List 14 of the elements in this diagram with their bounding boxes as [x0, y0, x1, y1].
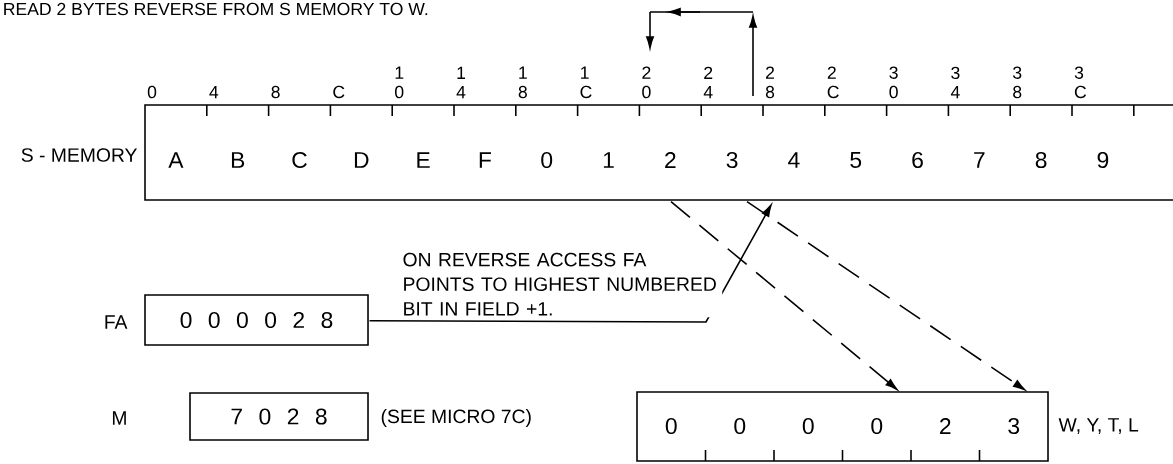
register-label: (SEE MICRO 7C) [381, 409, 531, 427]
register-label: M [112, 411, 126, 425]
title: READ 2 BYTES REVERSE FROM S MEMORY TO W. [4, 2, 428, 16]
register-box: 0 0 0 0 2 3 [636, 391, 1049, 462]
register-label: FA [105, 315, 128, 329]
register-box: 0 0 0 0 2 8 [144, 294, 369, 346]
register-label: S - MEMORY [21, 148, 138, 162]
register-box: 7 0 2 8 [189, 392, 369, 441]
arrow [746, 200, 1026, 391]
arrow [670, 200, 898, 391]
annotation-text: ON REVERSE ACCESS FA POINTS TO HIGHEST NUMBERED BIT IN FIELD +1. [400, 251, 723, 318]
register-label: W, Y, T, L [1058, 418, 1139, 434]
leader-line [368, 204, 772, 323]
memory-register: A B C D E F 0 1 2 3 4 5 6 7 8 9 [144, 104, 1173, 201]
